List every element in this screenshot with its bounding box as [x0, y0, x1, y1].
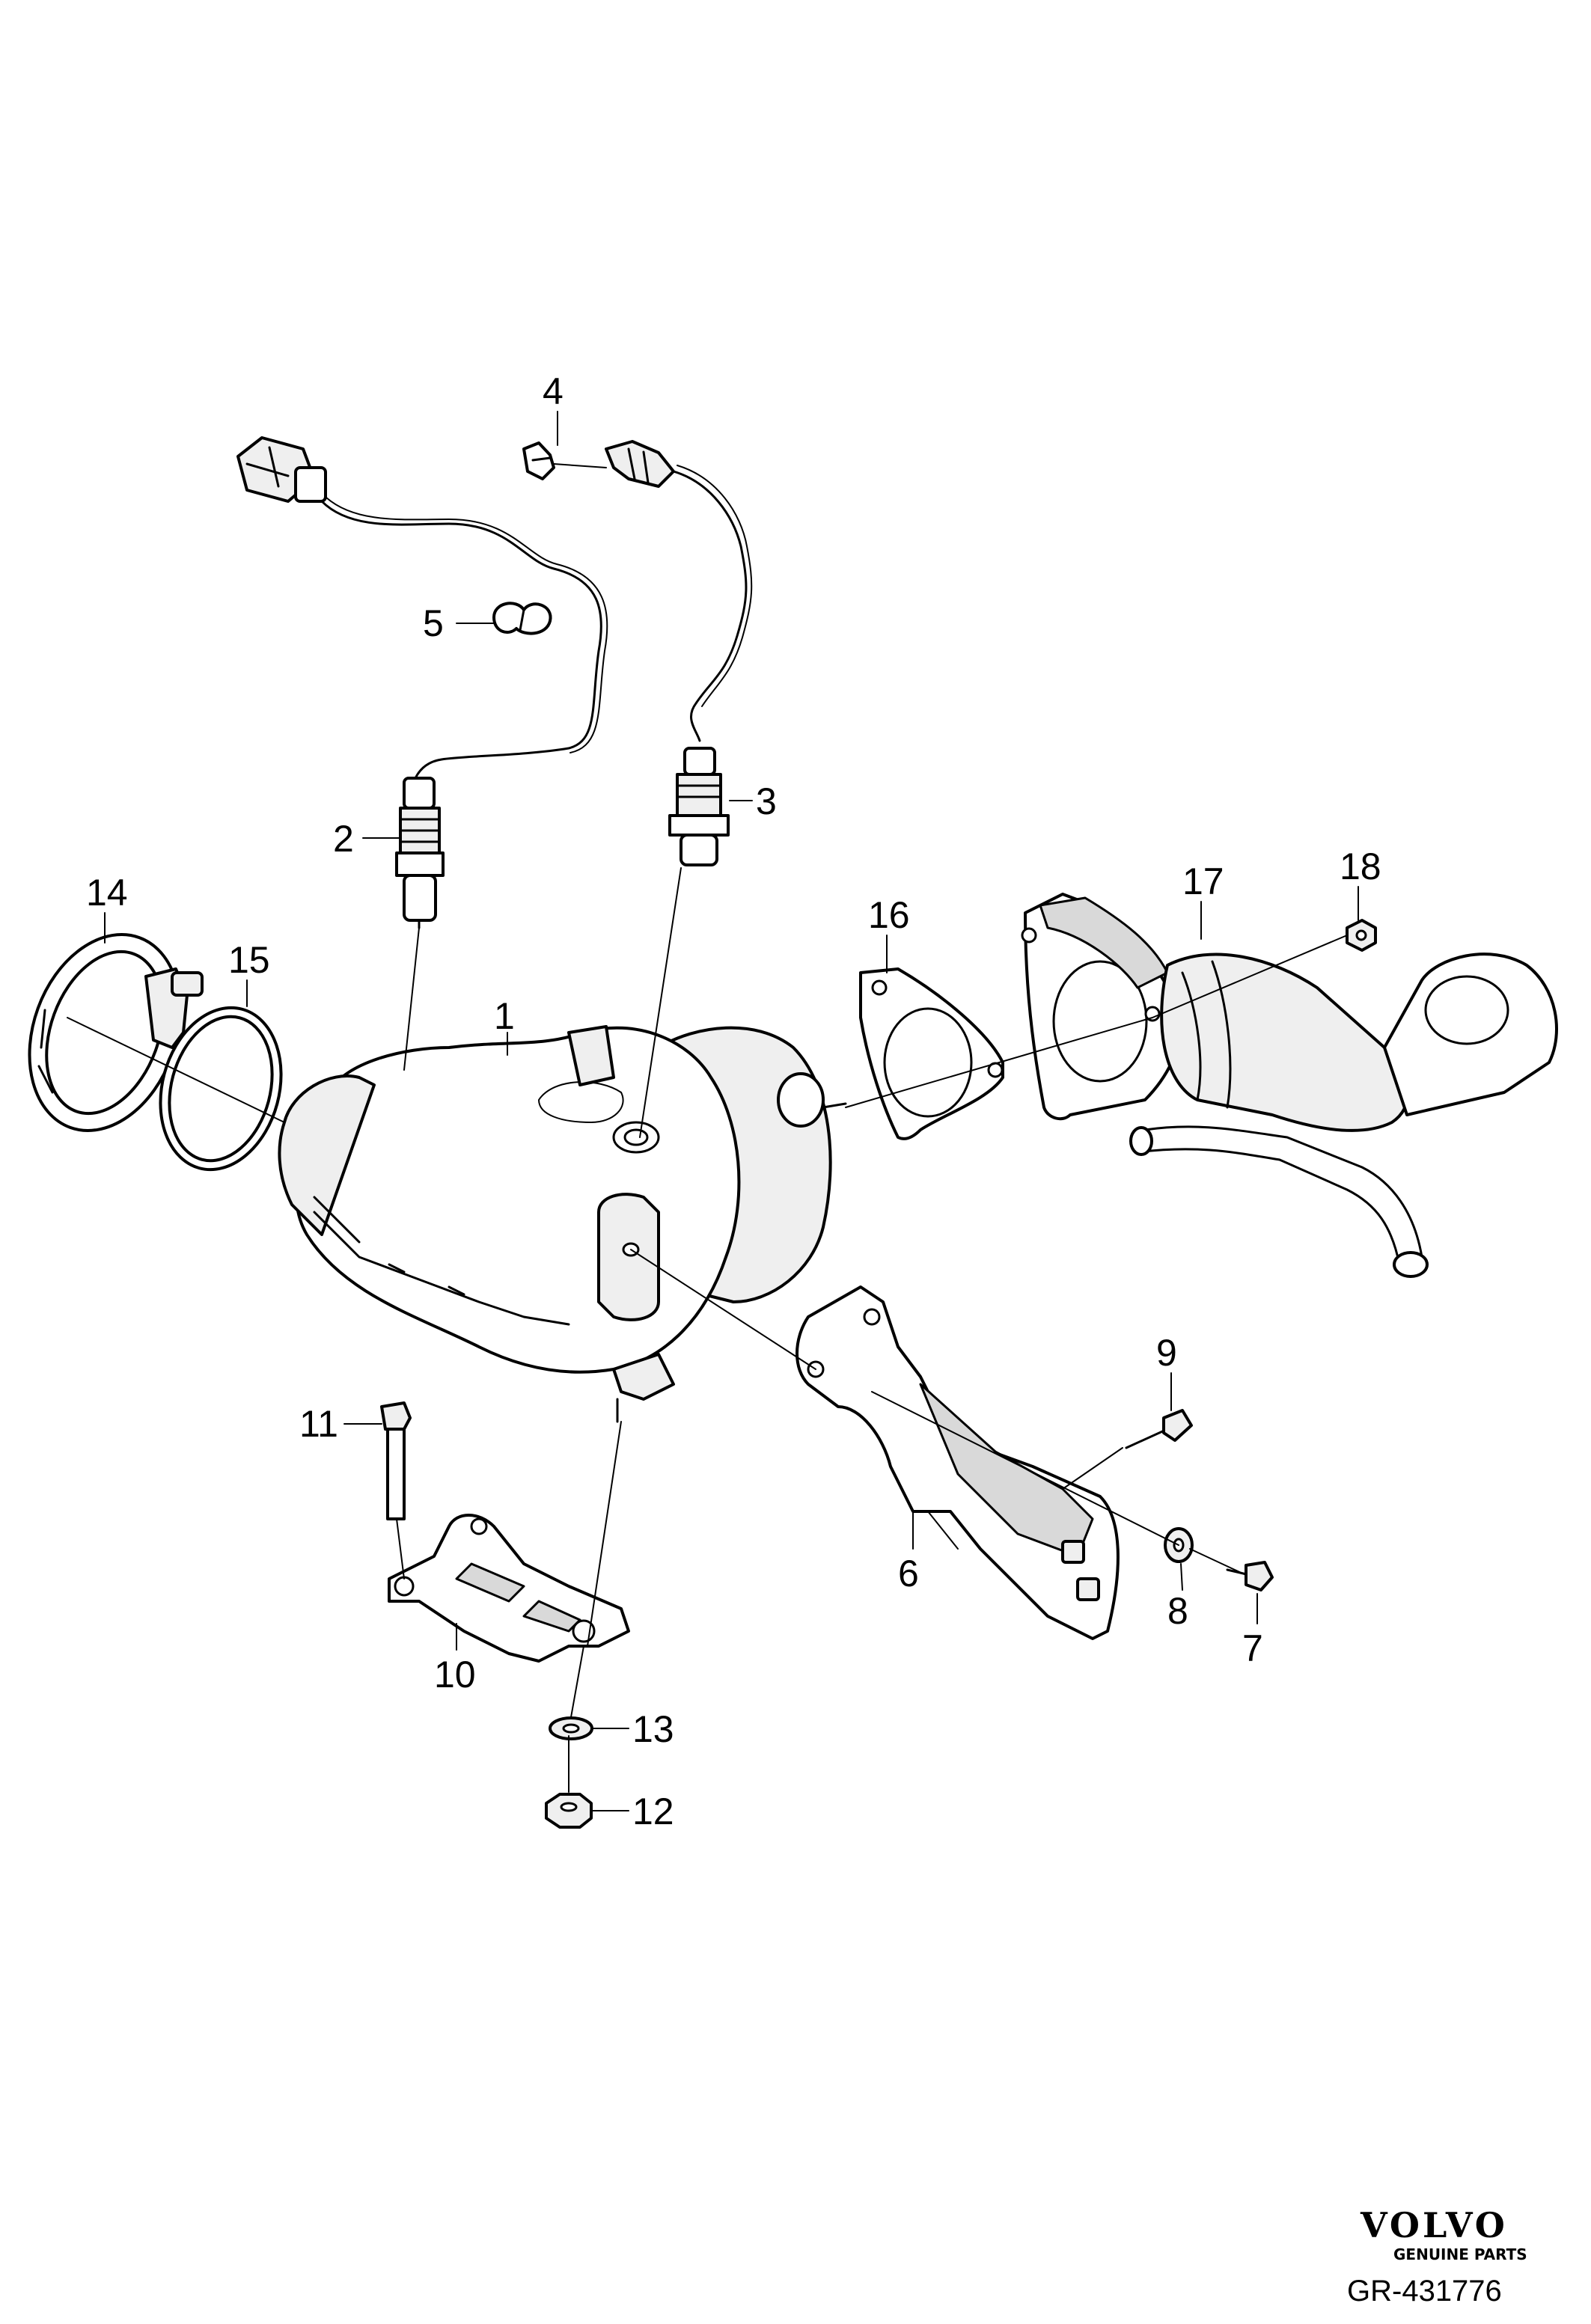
washer-13 [549, 1716, 593, 1740]
genuine-parts-text: GENUINE PARTS [1393, 2245, 1527, 2263]
callout-15: 15 [228, 939, 270, 981]
downpipe-converter [1021, 893, 1558, 1278]
diagram-reference: GR-431776 [1347, 2275, 1502, 2308]
nut-12 [545, 1793, 593, 1829]
sealing-ring [159, 1006, 283, 1172]
volvo-logo-text: VOLVO [1360, 2205, 1508, 2245]
callout-6: 6 [898, 1553, 919, 1594]
front-oxygen-sensor [236, 436, 608, 929]
callout-16: 16 [868, 894, 910, 936]
callout-14: 14 [86, 872, 128, 914]
rear-oxygen-sensor [605, 440, 753, 866]
callout-18: 18 [1340, 845, 1381, 887]
branding-block: VOLVO GENUINE PARTS GR-431776 [1347, 2205, 1527, 2308]
cable-clip-5 [492, 602, 552, 635]
heat-shield-6 [796, 1285, 1120, 1640]
callout-2: 2 [333, 818, 354, 860]
callout-11: 11 [299, 1403, 338, 1445]
callout-13: 13 [632, 1708, 674, 1750]
callout-7: 7 [1242, 1627, 1263, 1669]
callout-12: 12 [632, 1791, 674, 1832]
bolt-7 [1226, 1561, 1274, 1591]
callout-10: 10 [434, 1654, 476, 1695]
callout-9: 9 [1156, 1332, 1177, 1374]
bolt-11 [380, 1401, 412, 1520]
nut-18 [1346, 919, 1377, 952]
callout-17: 17 [1182, 860, 1224, 902]
callout-1: 1 [494, 995, 515, 1037]
callout-5: 5 [423, 602, 444, 644]
catalytic-converter [278, 1025, 847, 1423]
leader-lines [67, 411, 1359, 1811]
callout-labels: 1 2 3 4 5 6 7 8 9 10 11 12 13 14 15 16 1… [86, 370, 1381, 1832]
mounting-bracket-10 [388, 1514, 630, 1663]
bolt-9 [1125, 1409, 1193, 1449]
cable-clip-4 [522, 441, 555, 480]
gasket-16 [859, 967, 1004, 1140]
callout-4: 4 [543, 370, 564, 412]
callout-8: 8 [1167, 1590, 1188, 1632]
callout-3: 3 [756, 780, 777, 822]
